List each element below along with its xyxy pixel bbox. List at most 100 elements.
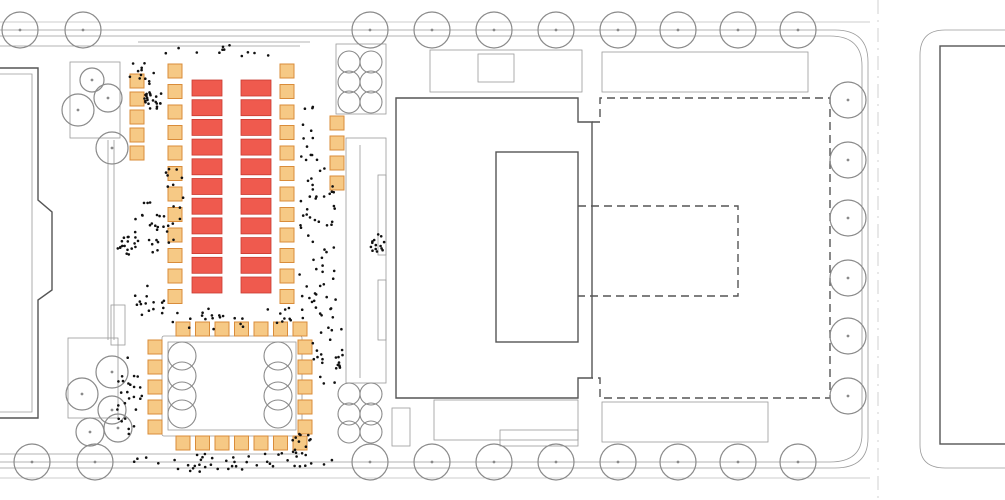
pedestrian <box>325 224 329 227</box>
east-neighbor-building <box>919 29 1005 469</box>
market-stall <box>129 127 145 143</box>
pedestrian <box>146 201 149 205</box>
market-stall <box>279 186 295 202</box>
pedestrians <box>116 44 386 473</box>
pedestrian <box>160 301 164 304</box>
market-stall <box>279 63 295 79</box>
market-stall <box>167 186 183 202</box>
pedestrian <box>171 222 175 225</box>
tree-icon <box>263 341 293 371</box>
market-stall <box>175 321 191 337</box>
pedestrian <box>209 463 213 467</box>
pedestrian <box>340 327 343 331</box>
pedestrian <box>119 245 122 249</box>
tree-icon <box>719 443 757 481</box>
pedestrian <box>341 353 344 357</box>
pedestrian <box>279 312 282 315</box>
pedestrian <box>178 206 182 209</box>
pedestrian <box>304 445 308 449</box>
pedestrian <box>329 307 332 311</box>
pedestrian <box>233 316 236 320</box>
pedestrian <box>310 300 314 304</box>
pedestrian <box>309 462 313 465</box>
pedestrian <box>323 167 326 170</box>
tree-icon <box>263 361 293 391</box>
tree-icon <box>659 11 697 49</box>
pedestrian <box>280 452 284 455</box>
pedestrian <box>119 391 123 394</box>
pedestrian <box>120 239 124 243</box>
pedestrian <box>332 269 336 273</box>
tree-icon <box>103 413 133 443</box>
tree-icon <box>64 11 102 49</box>
pedestrian <box>313 292 317 295</box>
pedestrian <box>127 432 131 436</box>
pedestrian <box>162 299 166 303</box>
pedestrian <box>379 244 382 248</box>
pedestrian <box>188 469 192 473</box>
pedestrian <box>189 317 192 321</box>
market-stall <box>167 63 183 79</box>
pedestrian <box>307 433 310 437</box>
pedestrian <box>121 379 125 383</box>
pedestrian <box>140 313 144 317</box>
vendor-tents <box>191 79 272 294</box>
pedestrian <box>140 394 144 398</box>
pedestrian <box>305 208 309 211</box>
pedestrian <box>127 253 131 256</box>
pedestrian <box>306 179 310 183</box>
tree-icon <box>359 50 383 74</box>
market-stall <box>175 435 191 451</box>
pedestrian <box>255 464 259 467</box>
pedestrian <box>300 452 304 455</box>
pedestrian <box>138 300 142 303</box>
pedestrian <box>147 102 150 105</box>
market-stall <box>279 227 295 243</box>
pedestrian <box>125 252 128 255</box>
pedestrian <box>321 270 324 274</box>
pedestrian <box>134 236 137 239</box>
pedestrian <box>123 417 127 420</box>
pedestrian <box>134 245 137 249</box>
pedestrian <box>304 158 308 162</box>
pedestrian <box>312 258 315 262</box>
pedestrian <box>322 463 326 466</box>
tree-icon <box>167 341 197 371</box>
pedestrian <box>374 243 378 247</box>
pedestrian <box>210 456 214 460</box>
pedestrian <box>308 195 312 198</box>
pedestrian <box>155 105 159 108</box>
pedestrian <box>201 311 204 315</box>
pedestrian <box>127 397 131 400</box>
pedestrian <box>241 325 245 329</box>
reference-lines <box>0 0 879 500</box>
pedestrian <box>311 106 314 110</box>
pedestrian <box>126 235 130 239</box>
pedestrian <box>328 192 332 196</box>
market-stall <box>167 227 183 243</box>
pedestrian <box>181 196 185 199</box>
pedestrian <box>240 468 244 471</box>
vendor-tent <box>240 217 272 235</box>
tree-icon <box>351 443 389 481</box>
pedestrian <box>134 408 138 411</box>
pedestrian <box>147 238 151 242</box>
tree-icon <box>61 93 95 127</box>
pedestrian <box>140 68 143 72</box>
pedestrian <box>142 201 146 205</box>
pedestrian <box>304 464 307 468</box>
tree-icon <box>829 259 867 297</box>
pedestrian <box>126 356 129 360</box>
pedestrian <box>146 284 149 288</box>
pedestrian <box>155 238 158 242</box>
pedestrian <box>291 438 295 442</box>
pedestrian <box>156 225 160 229</box>
tree-icon <box>167 399 197 429</box>
pedestrian <box>164 171 168 174</box>
pedestrian <box>308 296 311 300</box>
pedestrian <box>144 302 147 305</box>
pedestrian <box>178 217 182 221</box>
pedestrian <box>327 326 330 330</box>
pedestrian <box>375 250 379 253</box>
pedestrian <box>140 213 144 217</box>
